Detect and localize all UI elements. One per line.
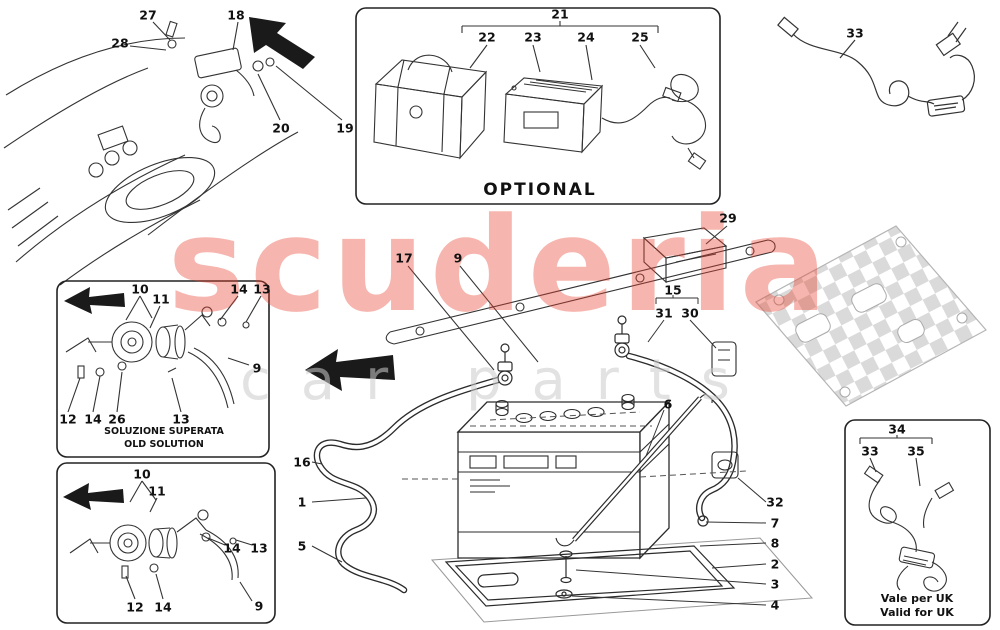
callout-ml-13b: 13 xyxy=(172,411,190,427)
callout-31: 31 xyxy=(655,305,673,321)
optional-section-label: OPTIONAL xyxy=(483,180,597,200)
callout-28: 28 xyxy=(111,35,129,51)
terminal-clamps xyxy=(497,315,630,386)
callout-ml-10: 10 xyxy=(131,281,149,297)
callout-17: 17 xyxy=(395,250,413,266)
callout-18: 18 xyxy=(227,7,245,23)
callout-3: 3 xyxy=(770,576,780,592)
callout-bl-12: 12 xyxy=(126,599,144,615)
old-solution-line2: OLD SOLUTION xyxy=(124,438,204,450)
callout-8: 8 xyxy=(770,535,780,551)
optional-kit-box xyxy=(355,7,721,205)
callout-uk-35: 35 xyxy=(907,443,925,459)
callout-7: 7 xyxy=(770,515,780,531)
old-solution-label: SOLUZIONE SUPERATA OLD SOLUTION xyxy=(78,426,250,452)
callout-16: 16 xyxy=(293,454,311,470)
terminal-cover xyxy=(642,225,728,284)
callout-bl-14a: 14 xyxy=(223,540,241,556)
callout-ml-13a: 13 xyxy=(253,281,271,297)
callout-bl-9: 9 xyxy=(254,598,264,614)
battery-tray xyxy=(444,545,736,607)
callout-2: 2 xyxy=(770,556,780,572)
uk-cable-box xyxy=(844,419,991,626)
callout-23: 23 xyxy=(524,29,542,45)
uk-valid-line1: Vale per UK xyxy=(880,592,954,605)
callout-ml-14a: 14 xyxy=(230,281,248,297)
engine-bay-illustration xyxy=(3,20,343,286)
uk-valid-line2: Valid for UK xyxy=(880,606,954,620)
main-assembly xyxy=(305,225,814,623)
callout-bl-13: 13 xyxy=(250,540,268,556)
callout-27: 27 xyxy=(139,7,157,23)
callout-bl-10: 10 xyxy=(133,466,151,482)
callout-32: 32 xyxy=(766,494,784,510)
charger-cable-illustration xyxy=(777,16,975,117)
callout-bl-11: 11 xyxy=(148,483,166,499)
callout-20: 20 xyxy=(272,120,290,136)
callout-21: 21 xyxy=(551,6,569,22)
callout-19: 19 xyxy=(336,120,354,136)
uk-valid-label: Vale per UK Valid for UK xyxy=(852,592,982,621)
callout-29: 29 xyxy=(719,210,737,226)
callout-ml-14b: 14 xyxy=(84,411,102,427)
callout-30: 30 xyxy=(681,305,699,321)
old-solution-box xyxy=(56,280,270,458)
callout-25: 25 xyxy=(631,29,649,45)
callout-4: 4 xyxy=(770,597,780,613)
chassis-checkered-panel xyxy=(755,225,987,407)
callout-5: 5 xyxy=(297,538,307,554)
direction-arrow-main xyxy=(305,349,395,391)
callout-6: 6 xyxy=(663,396,673,412)
callout-15: 15 xyxy=(664,282,682,298)
callout-uk-34: 34 xyxy=(888,421,906,437)
direction-arrow-top-left xyxy=(249,17,315,69)
old-solution-line1: SOLUZIONE SUPERATA xyxy=(104,426,224,437)
callout-33-top: 33 xyxy=(846,25,864,41)
callout-uk-33: 33 xyxy=(861,443,879,459)
callout-bl-14b: 14 xyxy=(154,599,172,615)
callout-22: 22 xyxy=(478,29,496,45)
callout-ml-11: 11 xyxy=(152,291,170,307)
callout-9: 9 xyxy=(453,250,463,266)
callout-ml-26: 26 xyxy=(108,411,126,427)
callout-1: 1 xyxy=(297,494,307,510)
callout-24: 24 xyxy=(577,29,595,45)
current-solution-box xyxy=(56,462,276,624)
callout-ml-9: 9 xyxy=(252,360,262,376)
callout-ml-12: 12 xyxy=(59,411,77,427)
